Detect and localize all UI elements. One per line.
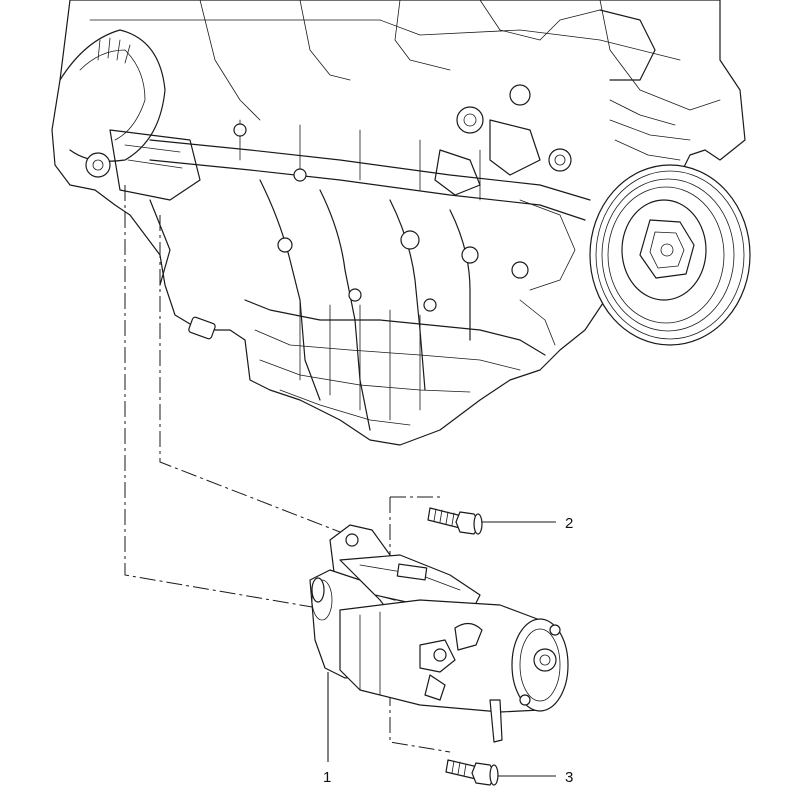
leader-lines	[327, 521, 556, 777]
starter-motor	[309, 524, 569, 743]
callout-3: 3	[565, 769, 573, 786]
callout-1: 1	[323, 769, 331, 786]
alignment-lines	[124, 185, 451, 753]
engine-block	[51, 0, 751, 446]
lower-mounting-bolt	[445, 759, 499, 786]
callout-2: 2	[565, 515, 573, 532]
crankshaft-pulley	[589, 164, 751, 346]
upper-mounting-bolt	[427, 507, 483, 535]
